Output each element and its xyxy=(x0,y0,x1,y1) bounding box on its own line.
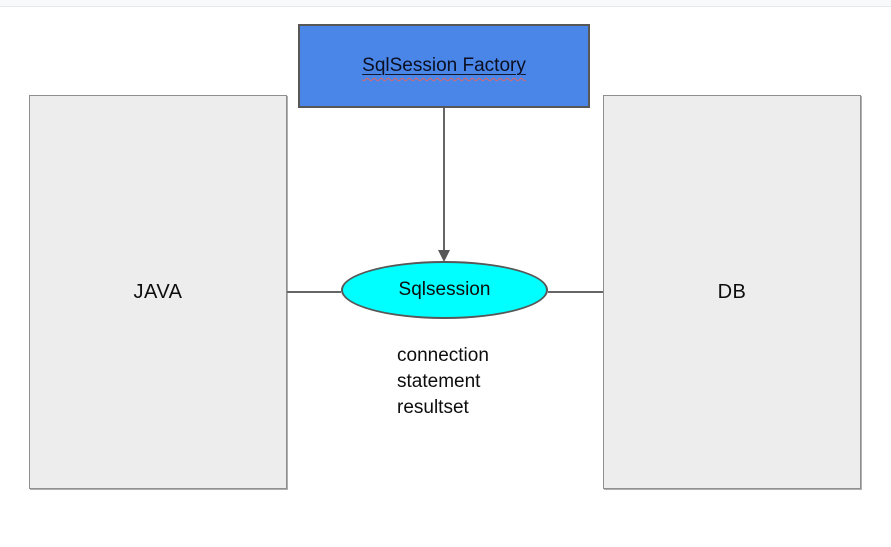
session-to-db-connector xyxy=(548,291,603,293)
factory-to-session-connector xyxy=(443,108,445,250)
sqlsession-factory-node[interactable]: SqlSession Factory xyxy=(298,24,590,108)
db-node-label: DB xyxy=(717,280,747,303)
java-to-session-connector xyxy=(287,291,341,293)
arrow-down-icon xyxy=(438,250,450,262)
sqlsession-factory-label: SqlSession Factory xyxy=(362,55,526,77)
note-line-statement: statement xyxy=(397,371,481,392)
java-node-label: JAVA xyxy=(133,280,183,303)
java-node[interactable]: JAVA xyxy=(29,95,287,489)
top-bar xyxy=(0,0,891,7)
note-line-resultset: resultset xyxy=(397,397,469,418)
note-line-connection: connection xyxy=(397,345,489,366)
sqlsession-node-label: Sqlsession xyxy=(398,279,491,300)
sqlsession-factory-label-text: SqlSession Factory xyxy=(362,55,526,76)
session-notes: connection statement resultset xyxy=(397,343,489,421)
db-node[interactable]: DB xyxy=(603,95,861,489)
sqlsession-node[interactable]: Sqlsession xyxy=(341,261,548,319)
